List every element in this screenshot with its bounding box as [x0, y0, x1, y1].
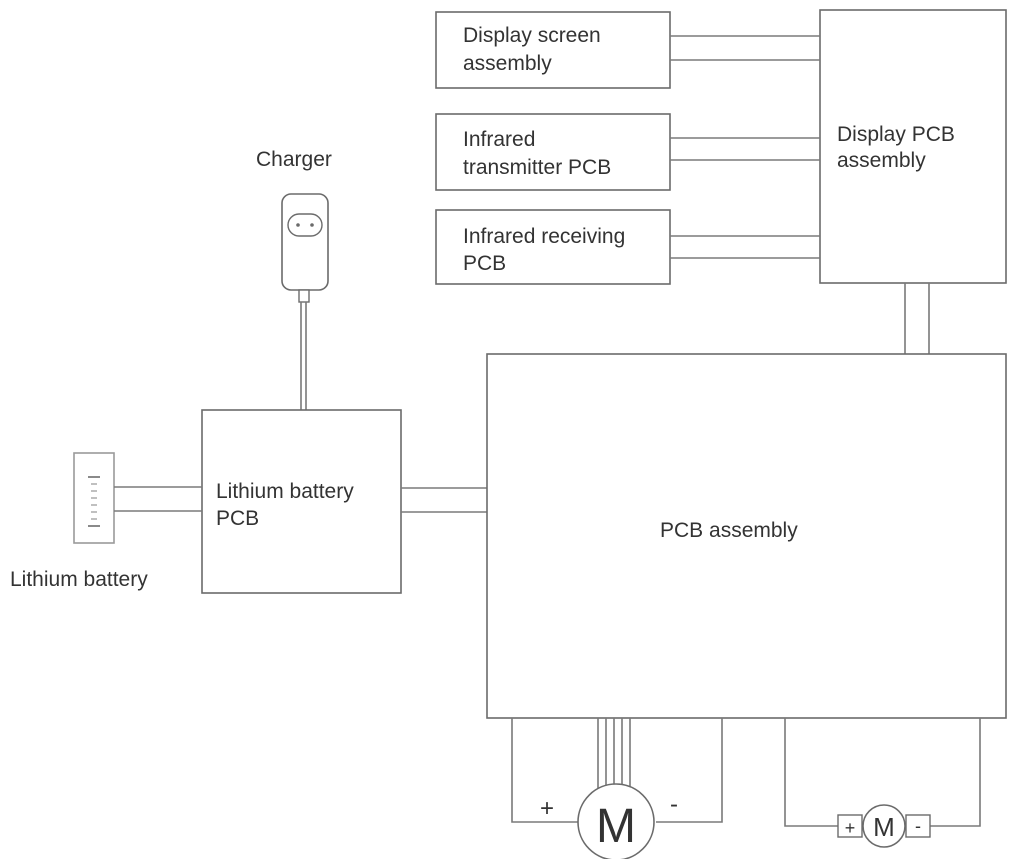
pcb-assembly-block: PCB assembly [486, 353, 1007, 719]
small-motor-plus: + [845, 818, 856, 838]
battery-to-lithium-pcb-wires [114, 486, 202, 512]
display-pcb-assembly-block: Display PCB assembly [819, 9, 1007, 284]
lithium-pcb-label-line2: PCB [216, 507, 259, 530]
display-pcb-label-line2: assembly [837, 149, 926, 172]
display-screen-label-line1: Display screen [463, 24, 601, 47]
small-motor-minus: - [915, 816, 921, 836]
display-screen-label-line2: assembly [463, 52, 552, 75]
module-to-display-pcb-wires [670, 35, 820, 259]
large-motor-plus: + [540, 795, 554, 822]
ir-receiving-label-line2: PCB [463, 252, 506, 275]
large-motor-icon: M [577, 783, 655, 859]
lithium-battery-pcb-block: Lithium battery PCB [201, 409, 402, 594]
lithium-battery-label: Lithium battery [10, 568, 148, 591]
small-motor-icon: M + - [837, 804, 931, 848]
small-motor-letter: M [873, 812, 895, 842]
infrared-transmitter-pcb-block: Infrared transmitter PCB [435, 113, 671, 191]
pcb-assembly-label: PCB assembly [660, 519, 798, 542]
lithium-battery-icon [73, 452, 115, 544]
ir-receiving-label-line1: Infrared receiving [463, 225, 625, 248]
ir-transmitter-label-line1: Infrared [463, 128, 535, 151]
charger-icon [281, 193, 329, 410]
display-pcb-label-line1: Display PCB [837, 123, 955, 146]
infrared-receiving-pcb-block: Infrared receiving PCB [435, 209, 671, 285]
lithium-pcb-to-pcb-assembly-wires [401, 487, 487, 513]
large-motor-minus: - [670, 791, 678, 818]
large-motor-wires [511, 718, 723, 823]
ir-transmitter-label-line2: transmitter PCB [463, 156, 611, 179]
large-motor-letter: M [596, 800, 636, 853]
display-pcb-to-pcb-assembly-wires [904, 283, 930, 354]
small-motor-wires [784, 718, 981, 827]
charger-label: Charger [256, 148, 332, 171]
lithium-pcb-label-line1: Lithium battery [216, 480, 354, 503]
display-screen-assembly-block: Display screen assembly [435, 11, 671, 89]
